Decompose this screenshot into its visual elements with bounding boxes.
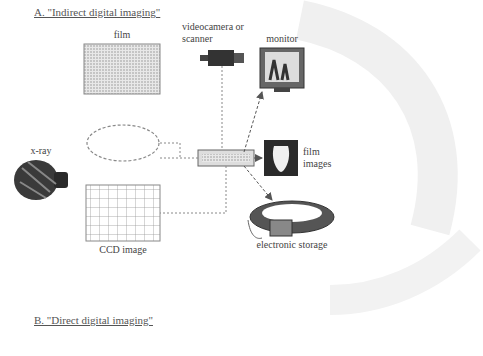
shape-label: film images xyxy=(303,146,343,170)
shape-label: monitor xyxy=(266,33,298,45)
diagram-title: A. "Indirect digital imaging" xyxy=(34,6,160,19)
storage-disc: electronic storage xyxy=(250,200,334,236)
shape-label: videocamera or scanner xyxy=(182,21,262,45)
shape-label: film xyxy=(114,29,131,41)
film-image: film images xyxy=(264,140,298,176)
section-heading: B. "Direct digital imaging" xyxy=(34,314,153,327)
xray-tube: x-ray xyxy=(12,160,70,202)
shape-label: electronic storage xyxy=(257,239,328,251)
film-sheet: film xyxy=(84,44,160,94)
ccd-grid: CCD image xyxy=(86,185,160,241)
monitor-icon: monitor xyxy=(260,48,304,92)
shape-label: x-ray xyxy=(30,145,51,157)
shape-label: CCD image xyxy=(99,244,147,256)
camera-icon: videocamera or scanner xyxy=(198,48,246,68)
